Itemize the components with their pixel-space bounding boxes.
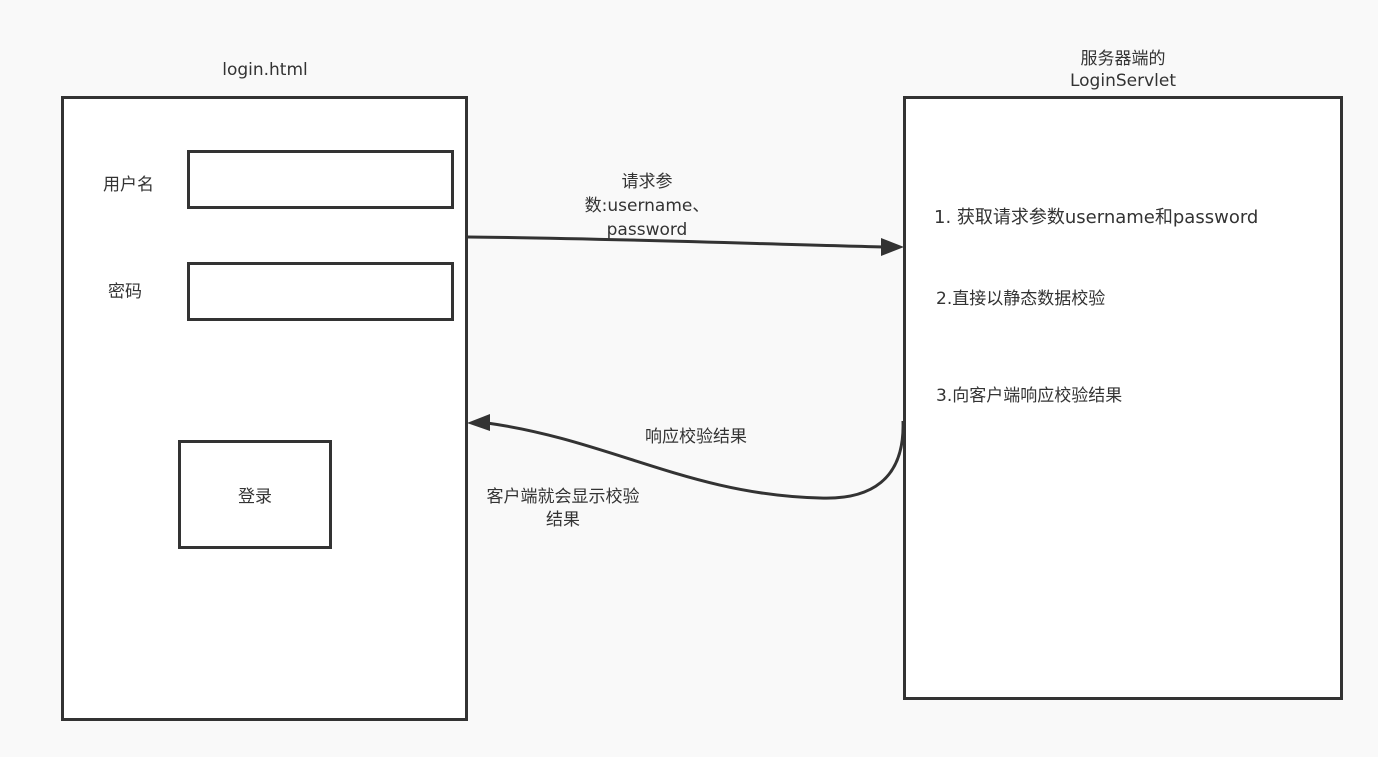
request-label: 请求参 数:username、 password [547,170,747,242]
server-step-1: 1. 获取请求参数username和password [934,207,1259,228]
request-label-line2: 数:username、 [584,196,710,216]
request-arrow-line [467,235,885,249]
response-note-line1: 客户端就会显示校验 [486,487,640,507]
request-arrowhead-icon [881,238,904,256]
response-arrow-line [486,420,905,500]
password-label: 密码 [108,282,142,302]
response-label: 响应校验结果 [645,427,747,447]
response-arrowhead-icon [467,414,490,431]
username-input[interactable] [187,150,454,209]
response-note: 客户端就会显示校验 结果 [463,486,663,532]
request-label-line3: password [606,220,688,240]
username-label: 用户名 [103,175,154,195]
login-button-label: 登录 [238,487,272,507]
client-title: login.html [222,60,308,80]
password-input[interactable] [187,262,454,321]
response-note-line2: 结果 [546,510,580,530]
server-step-2: 2.直接以静态数据校验 [936,289,1106,309]
server-title-line1: 服务器端的 [1080,49,1166,69]
server-box [903,96,1343,700]
server-step-3: 3.向客户端响应校验结果 [936,386,1123,406]
server-title: 服务器端的 LoginServlet [1023,48,1223,92]
server-title-line2: LoginServlet [1069,71,1176,91]
login-button[interactable]: 登录 [178,440,332,549]
request-label-line1: 请求参 [621,172,673,192]
